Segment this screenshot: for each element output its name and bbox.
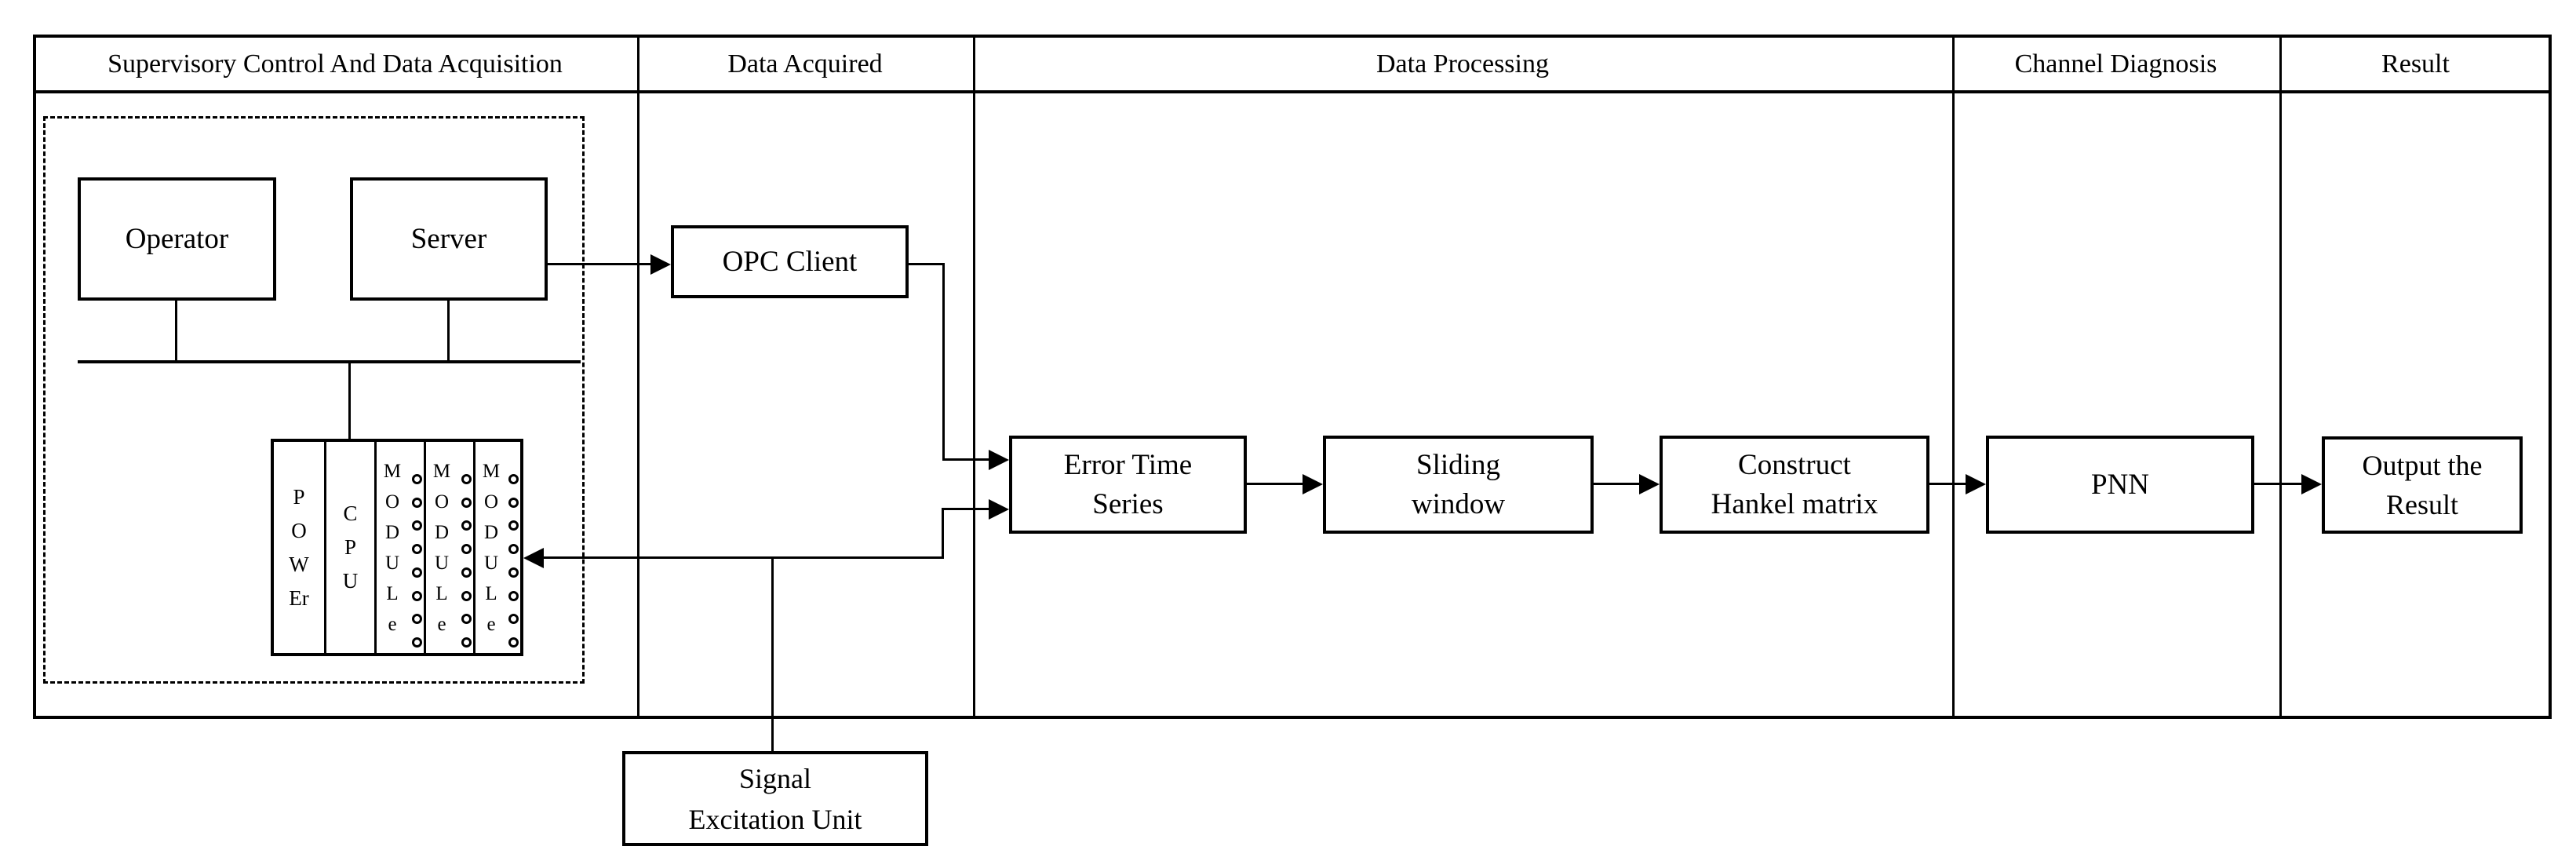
arrowhead-into-pnn bbox=[1966, 474, 1986, 494]
header-channel-diagnosis: Channel Diagnosis bbox=[2014, 49, 2217, 78]
sliding-window-line2: window bbox=[1411, 487, 1506, 520]
module-slot-label: MODULe bbox=[432, 460, 451, 635]
signal-excitation-line2: Excitation Unit bbox=[688, 803, 862, 835]
rack-slot-module-2: MODULe bbox=[424, 442, 473, 653]
power-slot-label: POWEr bbox=[289, 484, 309, 610]
ets-upper-in-line bbox=[942, 458, 990, 461]
arrowhead-into-hankel bbox=[1639, 474, 1660, 494]
excitation-unit-riser-line bbox=[771, 558, 774, 751]
signal-excitation-unit-node: Signal Excitation Unit bbox=[622, 751, 928, 846]
server-to-opc-line bbox=[548, 263, 653, 265]
opc-down-line bbox=[942, 263, 945, 460]
terminal-dot bbox=[461, 520, 472, 531]
terminal-dot bbox=[412, 567, 422, 578]
arrowhead-into-opc-client bbox=[650, 254, 671, 275]
opc-client-node: OPC Client bbox=[671, 225, 909, 298]
flow-table-frame bbox=[33, 35, 2552, 719]
construct-hankel-node: Construct Hankel matrix bbox=[1660, 436, 1929, 534]
terminal-dot bbox=[508, 497, 519, 508]
terminal-dot bbox=[461, 614, 472, 625]
header-result: Result bbox=[2381, 49, 2450, 78]
operator-node: Operator bbox=[78, 177, 276, 301]
terminal-dot bbox=[508, 590, 519, 601]
error-time-series-node: Error Time Series bbox=[1009, 436, 1247, 534]
rack-slot-cpu: CPU bbox=[324, 442, 374, 653]
header-data-processing: Data Processing bbox=[1375, 49, 1549, 78]
module-terminal-dots bbox=[461, 474, 472, 648]
terminal-dot bbox=[461, 544, 472, 555]
terminal-dot bbox=[412, 544, 422, 555]
server-bus-drop-line bbox=[447, 301, 450, 363]
sliding-window-line1: Sliding bbox=[1416, 448, 1500, 481]
terminal-dot bbox=[461, 497, 472, 508]
server-node: Server bbox=[350, 177, 548, 301]
error-time-series-line1: Error Time bbox=[1063, 448, 1193, 481]
cpu-slot-label: CPU bbox=[342, 502, 359, 593]
pnn-label: PNN bbox=[2090, 468, 2150, 501]
opc-client-label: OPC Client bbox=[722, 245, 858, 278]
rack-slot-power: POWEr bbox=[274, 442, 324, 653]
pnn-to-output-line bbox=[2254, 483, 2303, 485]
terminal-dot bbox=[508, 544, 519, 555]
terminal-dot bbox=[412, 497, 422, 508]
column-border-3 bbox=[1952, 35, 1955, 719]
terminal-dot bbox=[461, 637, 472, 648]
module-slot-label: MODULe bbox=[383, 460, 402, 635]
error-time-series-line2: Series bbox=[1092, 487, 1164, 520]
hankel-to-pnn-line bbox=[1929, 483, 1967, 485]
construct-hankel-line2: Hankel matrix bbox=[1711, 487, 1878, 520]
terminal-dot bbox=[508, 520, 519, 531]
arrowhead-into-module bbox=[523, 548, 544, 568]
pnn-node: PNN bbox=[1986, 436, 2254, 534]
operator-bus-drop-line bbox=[175, 301, 177, 363]
terminal-dot bbox=[461, 474, 472, 484]
column-border-1 bbox=[637, 35, 639, 719]
arrowhead-into-error-series-upper bbox=[989, 450, 1009, 470]
module-terminal-dots bbox=[412, 474, 422, 648]
terminal-dot bbox=[412, 637, 422, 648]
column-border-4 bbox=[2279, 35, 2282, 719]
terminal-dot bbox=[412, 474, 422, 484]
terminal-dot bbox=[508, 567, 519, 578]
arrowhead-into-sliding-window bbox=[1303, 474, 1323, 494]
module-terminal-dots bbox=[508, 474, 519, 648]
terminal-dot bbox=[461, 567, 472, 578]
header-scada: Supervisory Control And Data Acquisition bbox=[107, 49, 563, 78]
sliding-window-node: Sliding window bbox=[1323, 436, 1594, 534]
column-border-2 bbox=[973, 35, 975, 719]
feedback-up-line bbox=[942, 508, 944, 558]
arrowhead-into-output bbox=[2301, 474, 2322, 494]
server-label: Server bbox=[410, 222, 487, 255]
scada-dashed-boundary bbox=[43, 116, 585, 684]
construct-hankel-line1: Construct bbox=[1738, 448, 1851, 481]
operator-label: Operator bbox=[125, 222, 229, 255]
terminal-dot bbox=[412, 590, 422, 601]
plc-rack: POWEr CPU MODULe MODULe MODULe bbox=[271, 439, 523, 656]
lan-bus-line bbox=[78, 360, 581, 363]
excitation-feedback-line bbox=[542, 556, 944, 559]
ets-lower-in-line bbox=[942, 508, 990, 510]
terminal-dot bbox=[508, 637, 519, 648]
rack-slot-module-3: MODULe bbox=[473, 442, 520, 653]
sliding-to-hankel-line bbox=[1594, 483, 1641, 485]
terminal-dot bbox=[461, 590, 472, 601]
arrowhead-into-error-series-lower bbox=[989, 499, 1009, 520]
ets-to-sliding-line bbox=[1247, 483, 1304, 485]
module-slot-label: MODULe bbox=[482, 460, 501, 635]
signal-excitation-line1: Signal bbox=[738, 762, 811, 794]
header-divider-line bbox=[33, 90, 2552, 93]
terminal-dot bbox=[412, 614, 422, 625]
terminal-dot bbox=[508, 474, 519, 484]
output-result-node: Output the Result bbox=[2322, 436, 2523, 534]
output-result-line1: Output the bbox=[2362, 450, 2483, 481]
opc-exit-line bbox=[909, 263, 945, 265]
terminal-dot bbox=[508, 614, 519, 625]
rack-slot-module-1: MODULe bbox=[374, 442, 424, 653]
bus-to-rack-line bbox=[348, 363, 351, 439]
terminal-dot bbox=[412, 520, 422, 531]
output-result-line2: Result bbox=[2385, 489, 2458, 520]
header-data-acquired: Data Acquired bbox=[727, 49, 883, 78]
